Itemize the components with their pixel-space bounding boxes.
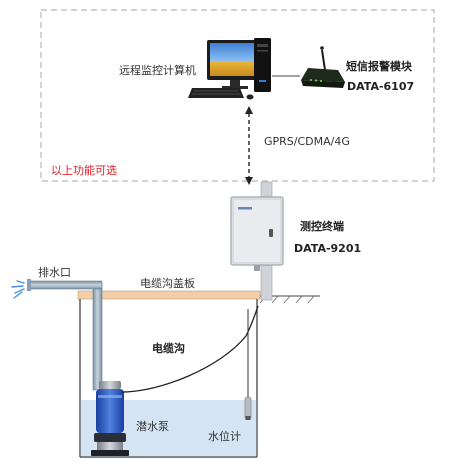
network-link-arrow (245, 106, 253, 185)
cable-trench-label: 电缆沟 (152, 341, 185, 355)
pump-cable (121, 305, 259, 393)
terminal-model: DATA-9201 (294, 242, 361, 255)
pump-label: 潜水泵 (136, 419, 169, 433)
water-level-gauge-icon (244, 396, 252, 420)
drain-pipe (27, 279, 103, 391)
computer-label: 远程监控计算机 (119, 63, 196, 77)
terminal-name: 测控终端 (300, 219, 344, 233)
water-spray-icon (11, 280, 25, 299)
cable-trench-walls (79, 299, 258, 458)
sms-module-name: 短信报警模块 (346, 59, 413, 73)
optional-function-note: 以上功能可选 (51, 163, 117, 177)
optional-region-box (40, 9, 435, 182)
trench-cover-label: 电缆沟盖板 (140, 276, 195, 290)
sms-module-icon (301, 46, 345, 88)
cable-trench-cover (77, 290, 261, 300)
submersible-pump-icon (91, 381, 129, 456)
drain-outlet-label: 排水口 (38, 265, 71, 279)
control-terminal-icon (230, 196, 284, 271)
sms-module-model: DATA-6107 (347, 80, 414, 93)
computer-icon (188, 38, 271, 100)
network-label: GPRS/CDMA/4G (264, 135, 350, 148)
level-gauge-label: 水位计 (208, 429, 241, 443)
